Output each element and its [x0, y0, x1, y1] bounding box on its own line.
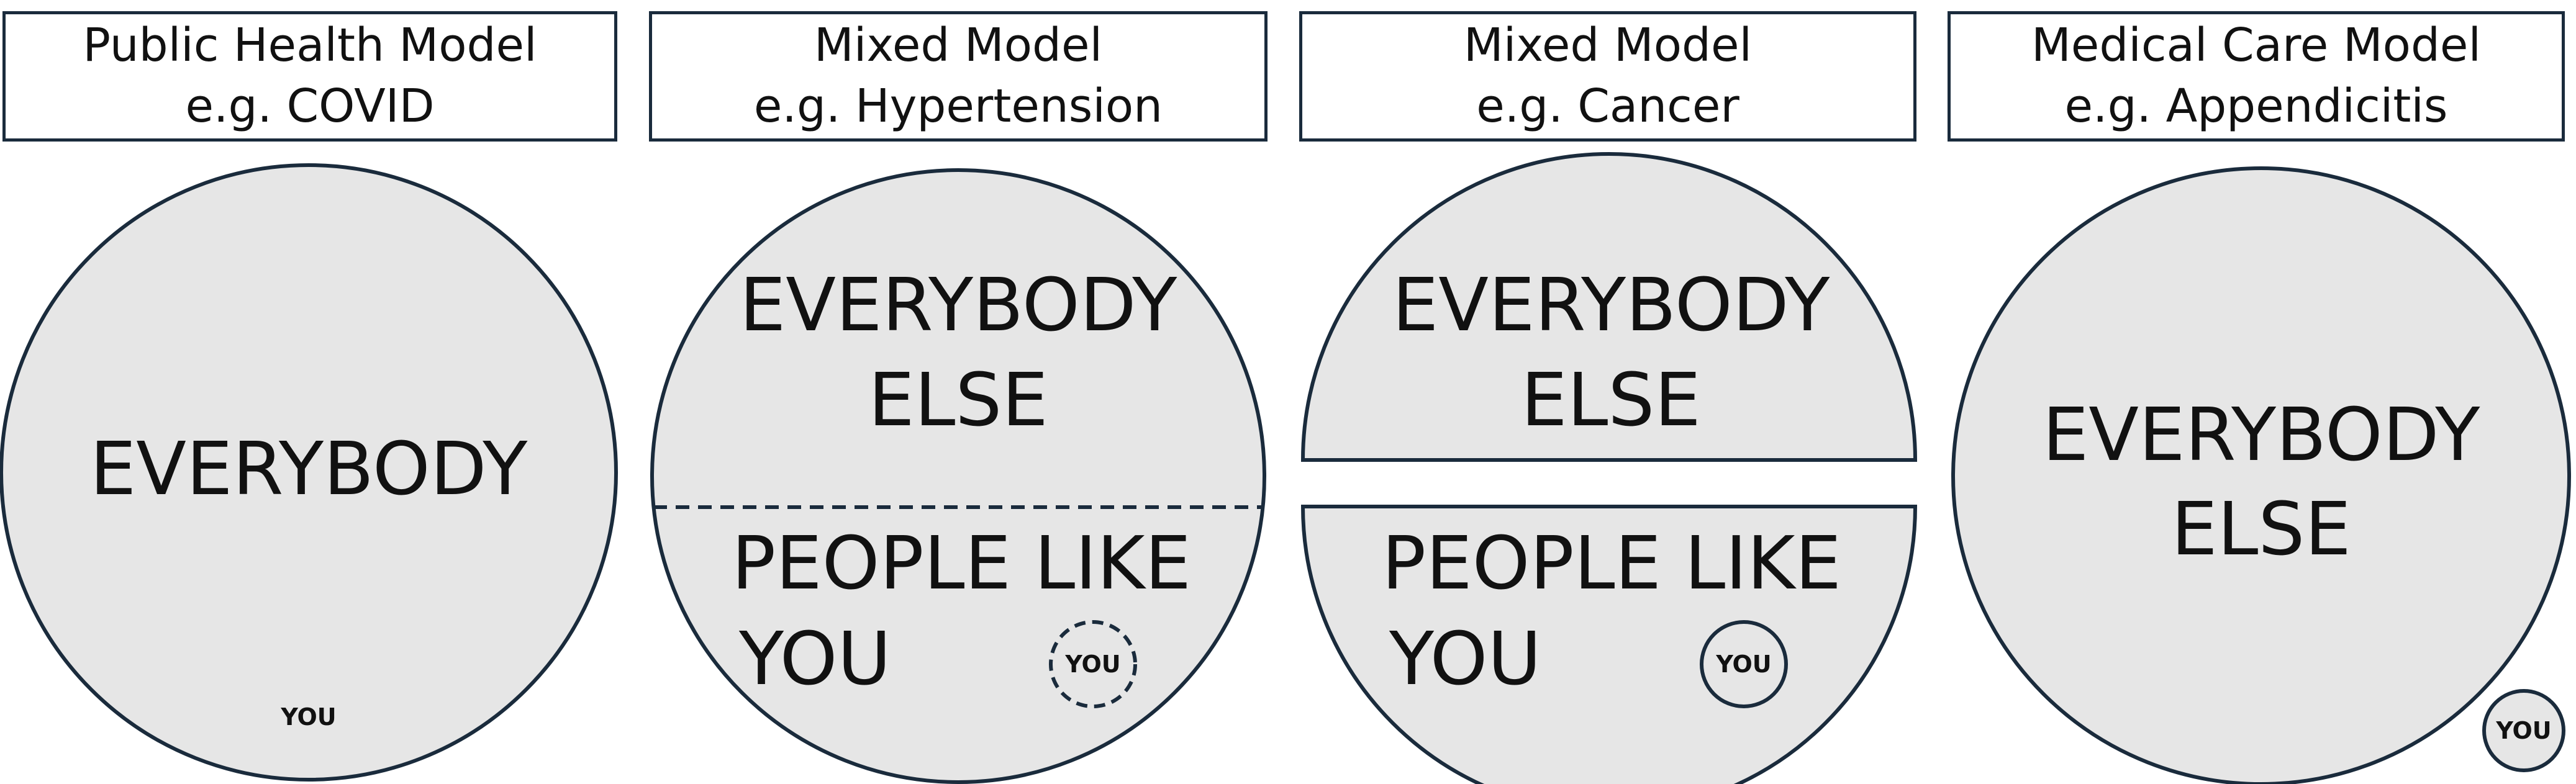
- public-health-panel: EVERYBODY YOU: [0, 163, 618, 782]
- panel-example-text: e.g. Appendicitis: [2064, 79, 2448, 133]
- you-label: YOU: [1715, 651, 1771, 678]
- panel-title-text: Medical Care Model: [2031, 19, 2482, 73]
- panel-example-text: e.g. Hypertension: [753, 79, 1163, 133]
- panel-example-text: e.g. COVID: [185, 79, 435, 133]
- people-like-you-line2: YOU: [738, 616, 891, 701]
- everybody-else-line1: EVERYBODY: [1392, 262, 1831, 348]
- panel-title-public-health: Public Health Model e.g. COVID: [2, 11, 617, 142]
- people-like-you-line1: PEOPLE LIKE: [1382, 520, 1841, 606]
- panel-title-text: Mixed Model: [1463, 19, 1753, 73]
- lower-semicircle: [1300, 505, 1918, 784]
- panel-title-text: Public Health Model: [83, 19, 537, 73]
- everybody-else-line1: EVERYBODY: [740, 262, 1178, 348]
- everybody-else-line2: ELSE: [2171, 486, 2351, 572]
- you-label: YOU: [280, 703, 336, 731]
- medical-care-panel: EVERYBODY ELSE YOU: [1951, 166, 2571, 784]
- everybody-circle: [0, 163, 618, 782]
- everybody-else-line1: EVERYBODY: [2043, 392, 2481, 477]
- everybody-label: EVERYBODY: [90, 426, 528, 511]
- panel-title-medical-care: Medical Care Model e.g. Appendicitis: [1948, 11, 2565, 142]
- everybody-else-line2: ELSE: [868, 357, 1048, 443]
- mixed-hypertension-panel: EVERYBODY ELSE PEOPLE LIKE YOU YOU: [650, 168, 1266, 784]
- upper-semicircle: [1300, 152, 1918, 462]
- you-circle: [1700, 620, 1788, 708]
- panel-title-mixed-hypertension: Mixed Model e.g. Hypertension: [649, 11, 1268, 142]
- panel-title-text: Mixed Model: [814, 19, 1103, 73]
- you-circle-outside: [2482, 689, 2565, 772]
- you-label: YOU: [2495, 717, 2551, 744]
- panel-title-mixed-cancer: Mixed Model e.g. Cancer: [1299, 11, 1916, 142]
- everybody-else-circle: [1951, 166, 2571, 784]
- people-like-you-line1: PEOPLE LIKE: [732, 520, 1191, 606]
- panel-example-text: e.g. Cancer: [1476, 79, 1739, 133]
- mixed-cancer-panel: EVERYBODY ELSE PEOPLE LIKE YOU YOU: [1300, 152, 1918, 784]
- everybody-else-line2: ELSE: [1521, 357, 1701, 443]
- people-like-you-line2: YOU: [1389, 616, 1541, 701]
- you-label: YOU: [1064, 651, 1120, 678]
- you-dashed-circle: [1049, 620, 1137, 708]
